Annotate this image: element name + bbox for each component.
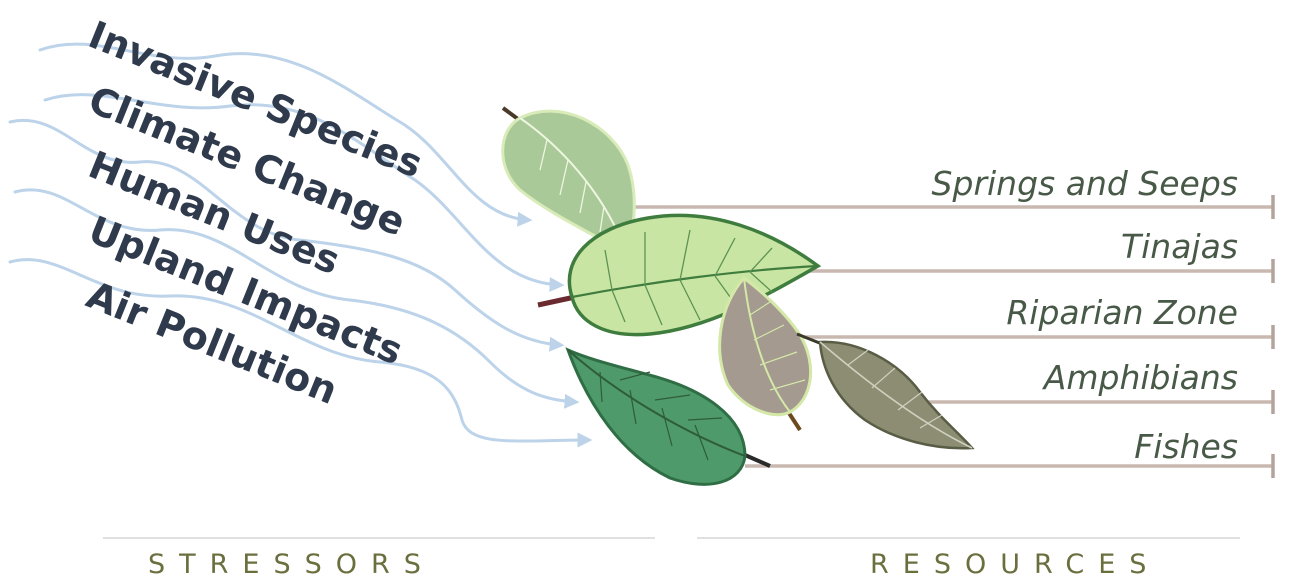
- wind-arrows: [8, 42, 593, 448]
- resource-label-tinajas: Tinajas: [1121, 227, 1238, 266]
- wind-arrow-icon: [13, 188, 580, 409]
- resource-label-riparian-zone: Riparian Zone: [1006, 293, 1238, 332]
- wind-arrow-icon: [8, 118, 565, 352]
- wind-arrow-icon: [38, 42, 533, 227]
- resource-label-amphibians: Amphibians: [1042, 358, 1238, 397]
- resources-section-label: RESOURCES: [870, 549, 1160, 580]
- resource-label-springs-and-seeps: Springs and Seeps: [932, 164, 1238, 203]
- leaf-icon: [565, 347, 771, 486]
- wind-arrow-icon: [8, 258, 593, 448]
- stressor-labels: Invasive Species Climate Change Human Us…: [81, 13, 429, 413]
- wind-arrow-icon: [43, 93, 565, 293]
- resource-labels: Springs and Seeps Tinajas Riparian Zone …: [932, 164, 1238, 466]
- resource-lines: [628, 195, 1275, 478]
- leaf-icon: [718, 275, 813, 432]
- leaf-icon: [537, 213, 822, 337]
- section-footer: STRESSORS RESOURCES: [103, 537, 1240, 580]
- leaf-icon: [796, 332, 975, 450]
- leaves: [501, 106, 975, 486]
- resource-label-fishes: Fishes: [1134, 427, 1238, 466]
- stressors-section-label: STRESSORS: [148, 549, 435, 580]
